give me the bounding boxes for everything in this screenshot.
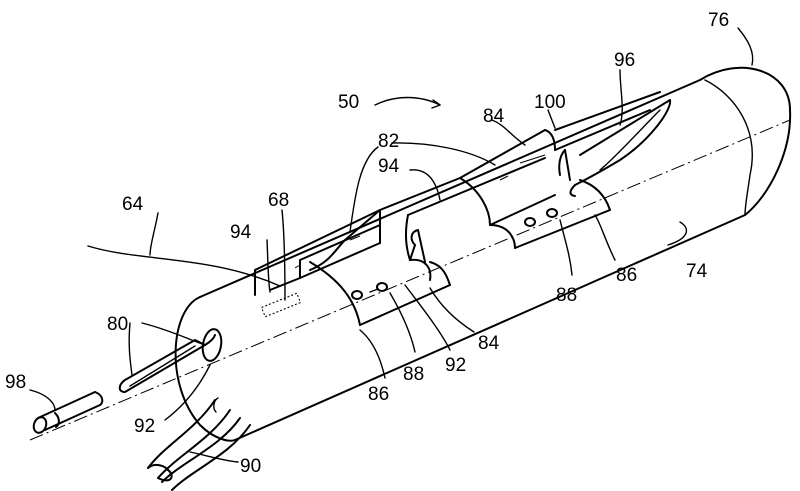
label-88-right: 88 bbox=[556, 285, 577, 306]
label-92-mid: 92 bbox=[445, 355, 466, 376]
label-94-left: 94 bbox=[230, 222, 252, 243]
center-axis bbox=[30, 120, 790, 440]
top-channel bbox=[255, 210, 380, 295]
label-94-mid: 94 bbox=[378, 156, 400, 177]
label-84-bottom: 84 bbox=[478, 333, 500, 354]
label-98: 98 bbox=[5, 372, 26, 393]
label-80: 80 bbox=[107, 314, 128, 335]
hatching bbox=[295, 155, 545, 268]
wire bbox=[88, 246, 280, 286]
label-84-top: 84 bbox=[483, 106, 505, 127]
label-96: 96 bbox=[614, 50, 635, 71]
label-86-right: 86 bbox=[616, 265, 637, 286]
label-76: 76 bbox=[708, 10, 729, 31]
tubes bbox=[148, 400, 250, 490]
label-88-left: 88 bbox=[403, 364, 424, 385]
flat-right bbox=[490, 180, 610, 248]
label-50: 50 bbox=[338, 92, 359, 113]
label-92-left: 92 bbox=[134, 416, 155, 437]
dotted-element bbox=[262, 293, 301, 317]
label-100: 100 bbox=[534, 92, 566, 113]
label-68: 68 bbox=[268, 190, 289, 211]
label-82: 82 bbox=[378, 131, 399, 152]
leader-lines bbox=[30, 28, 753, 462]
rod bbox=[32, 392, 103, 435]
label-74: 74 bbox=[686, 261, 708, 282]
label-90: 90 bbox=[240, 456, 261, 477]
label-86-left: 86 bbox=[368, 384, 389, 405]
label-64: 64 bbox=[122, 194, 144, 215]
